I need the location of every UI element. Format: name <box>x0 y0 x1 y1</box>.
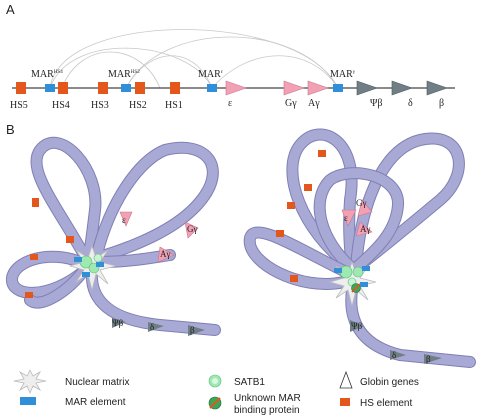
hs-elements <box>16 82 180 94</box>
left-gene-label-g-gamma: Gγ <box>187 224 197 234</box>
legend-hs-element-swatch <box>340 398 350 406</box>
legend-mar-element-label: MAR element <box>65 397 126 408</box>
legend-satb1-swatch-core <box>212 378 218 384</box>
hs3-label: HS3 <box>91 100 109 111</box>
hs-element <box>170 82 180 94</box>
mar-element <box>82 272 90 277</box>
hs1-label: HS1 <box>165 100 183 111</box>
globin-gene-arrows <box>225 80 448 96</box>
left-gene-label-delta: δ <box>150 322 154 332</box>
hs-element <box>287 202 295 209</box>
hs-element <box>318 150 326 157</box>
g-gamma-gene-arrow <box>283 80 305 96</box>
mar-element <box>207 84 217 92</box>
hs-element <box>25 292 33 298</box>
legend-nuclear-matrix-label: Nuclear matrix <box>65 377 129 388</box>
gene-label-delta: δ <box>408 98 413 109</box>
gene-label-psi-beta: Ψβ <box>370 98 382 109</box>
mar-element <box>334 268 342 273</box>
legend-unknown-protein-label-line2: binding protein <box>234 405 300 416</box>
legend-unknown-protein-label-line1: Unknown MAR <box>234 393 301 404</box>
epsilon-gene-arrow <box>341 209 357 227</box>
legend: Nuclear matrix SATB1 Globin genes MAR el… <box>13 369 419 416</box>
psi-beta-gene-arrow <box>112 318 126 328</box>
hs-element <box>98 82 108 94</box>
psi-beta-gene-arrow <box>350 320 364 332</box>
right-gene-label-epsilon: ε <box>344 213 348 223</box>
a-gamma-gene-arrow <box>307 80 329 96</box>
hs-element <box>30 254 38 260</box>
hs-element <box>135 82 145 94</box>
mar-element <box>74 257 82 262</box>
unknown-mar-binding-protein <box>351 283 361 293</box>
gene-label-a-gamma: Aγ <box>308 98 320 109</box>
beta-gene-arrow <box>424 354 442 364</box>
left-gene-label-beta: β <box>190 325 195 335</box>
mar-element <box>96 262 104 267</box>
mar-hs2-label: MARHS2 <box>108 69 140 80</box>
epsilon-gene-arrow <box>119 211 133 227</box>
a-gamma-gene-arrow <box>355 221 373 237</box>
right-gene-label-psi-beta: Ψβ <box>351 321 363 331</box>
right-chromatin-loops: ε Gγ Aγ Ψβ δ β <box>243 128 476 368</box>
left-chromatin-loops: ε Gγ Aγ Ψβ δ β <box>6 136 221 336</box>
delta-gene-arrow <box>148 322 164 332</box>
hs4-label: HS4 <box>52 100 70 111</box>
legend-nuclear-matrix-swatch <box>13 369 47 395</box>
mar-hs4-label: MARHS4 <box>31 69 63 80</box>
hs2-label: HS2 <box>129 100 147 111</box>
gene-label-g-gamma: Gγ <box>285 98 297 109</box>
hs-element <box>32 198 39 207</box>
gene-label-epsilon: ε <box>228 98 232 109</box>
legend-satb1-label: SATB1 <box>234 377 265 388</box>
legend-unknown-protein-swatch <box>208 396 222 410</box>
mar-element <box>333 84 343 92</box>
right-gene-label-beta: β <box>426 354 431 364</box>
right-gene-label-a-gamma: Aγ <box>360 224 370 234</box>
panel-b-label: B <box>6 122 15 137</box>
hs-element <box>304 184 312 191</box>
legend-hs-element-label: HS element <box>360 398 412 409</box>
mar-gamma-label: MARγ <box>330 69 356 80</box>
legend-mar-element-swatch <box>20 397 36 405</box>
legend-globin-genes-label: Globin genes <box>360 377 419 388</box>
left-gene-label-psi-beta: Ψβ <box>112 318 124 328</box>
panel-a-label: A <box>6 2 15 17</box>
hs-element <box>66 236 74 243</box>
mar-epsilon-label: MARε <box>198 69 223 80</box>
psi-beta-gene-arrow <box>356 80 378 96</box>
g-gamma-gene-arrow <box>357 199 373 217</box>
hs5-label: HS5 <box>10 100 28 111</box>
legend-globin-genes-swatch <box>339 370 353 389</box>
mar-element <box>121 84 131 92</box>
mar-element <box>362 266 370 271</box>
mar-elements <box>45 84 343 92</box>
hs-element <box>276 230 284 237</box>
right-gene-label-g-gamma: Gγ <box>356 198 366 208</box>
left-gene-label-epsilon: ε <box>122 215 126 225</box>
epsilon-gene-arrow <box>225 80 247 96</box>
mar-element <box>45 84 55 92</box>
interaction-arcs <box>49 29 339 89</box>
gene-label-beta: β <box>439 98 444 109</box>
left-gene-label-a-gamma: Aγ <box>160 249 170 259</box>
beta-gene-arrow <box>188 325 205 336</box>
hs-element <box>290 275 298 282</box>
a-gamma-gene-arrow <box>157 246 175 263</box>
mar-element <box>360 282 368 287</box>
g-gamma-gene-arrow <box>184 221 199 239</box>
delta-gene-arrow <box>391 80 413 96</box>
hs-element <box>58 82 68 94</box>
delta-gene-arrow <box>390 350 406 360</box>
right-gene-label-delta: δ <box>392 350 396 360</box>
hs-element <box>16 82 26 94</box>
beta-gene-arrow <box>426 80 448 96</box>
